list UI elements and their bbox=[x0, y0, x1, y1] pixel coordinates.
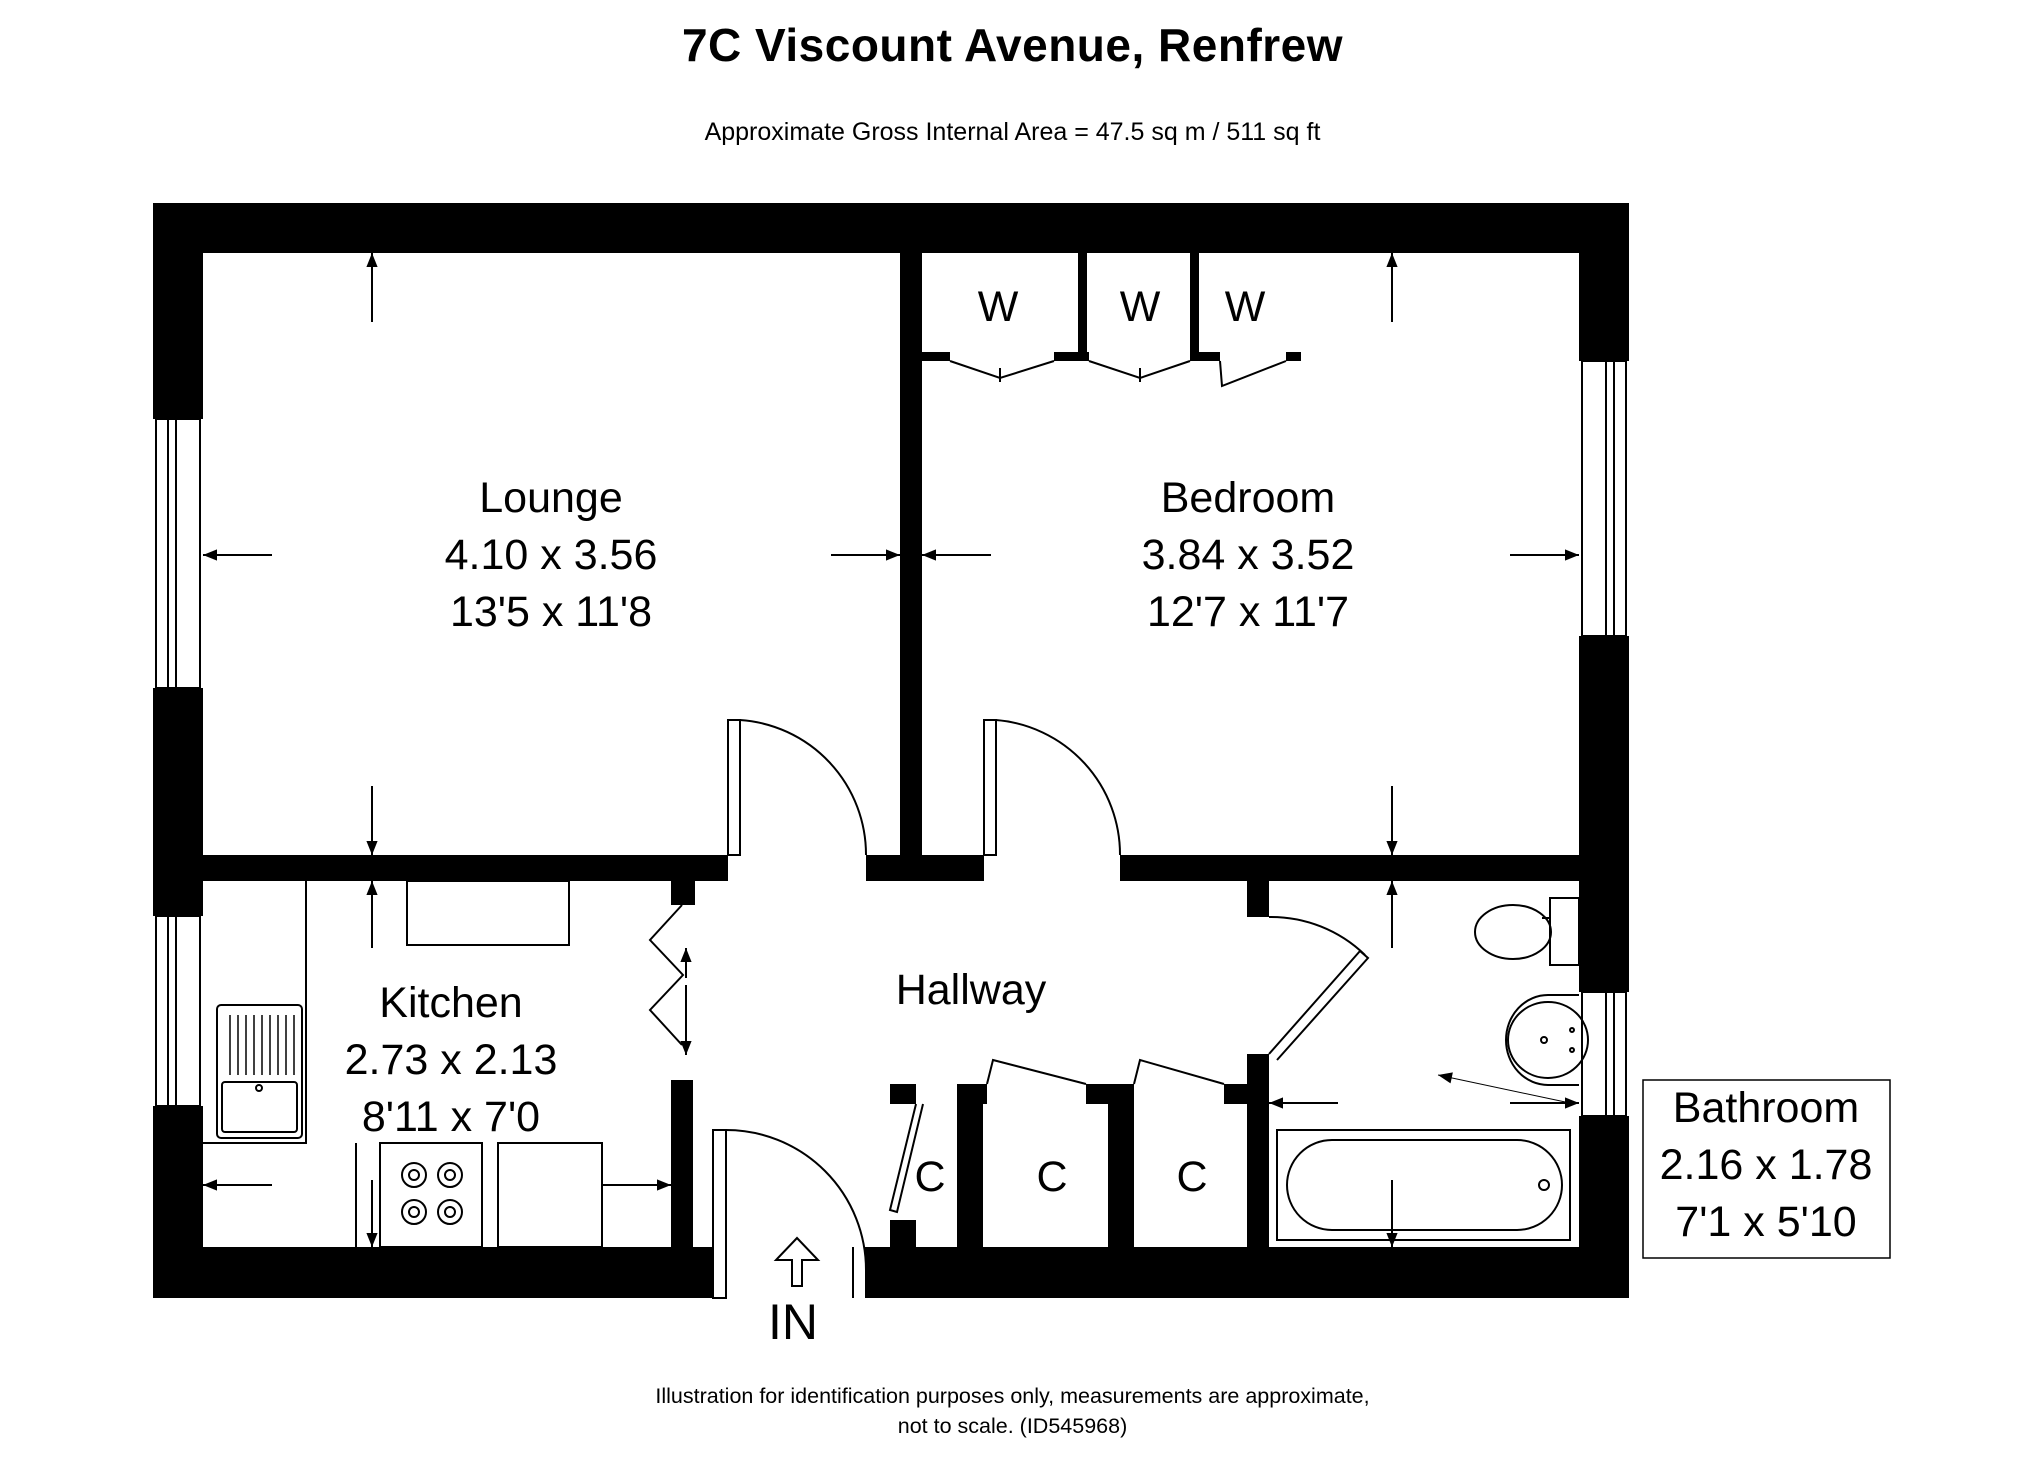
kitchen-bifold-door bbox=[648, 904, 685, 1046]
kitchen-name: Kitchen bbox=[379, 979, 522, 1027]
bedroom-name: Bedroom bbox=[1161, 474, 1335, 522]
cooker-hob bbox=[379, 1142, 483, 1248]
washbasin-icon bbox=[1505, 994, 1589, 1086]
entrance-arrow-icon bbox=[773, 1236, 821, 1287]
page-title: 7C Viscount Avenue, Renfrew bbox=[681, 19, 1344, 71]
entrance-door bbox=[712, 1129, 727, 1299]
sink-drainer-lines bbox=[229, 1015, 295, 1075]
bedroom-imperial: 12'7 x 11'7 bbox=[1147, 588, 1349, 636]
bathroom-metric: 2.16 x 1.78 bbox=[1660, 1141, 1873, 1189]
windows bbox=[155, 360, 1627, 1117]
disclaimer-line-2: not to scale. (ID545968) bbox=[897, 1414, 1128, 1438]
kitchen-imperial: 8'11 x 7'0 bbox=[362, 1093, 540, 1141]
bathroom-label-box bbox=[1642, 1079, 1891, 1259]
bath-tub bbox=[1276, 1129, 1571, 1241]
kitchen-window bbox=[155, 915, 201, 1107]
bathroom-imperial: 7'1 x 5'10 bbox=[1675, 1198, 1856, 1246]
bedroom-window bbox=[1581, 360, 1627, 637]
bathroom-door bbox=[1268, 915, 1366, 956]
lounge-door bbox=[727, 719, 741, 856]
dimension-arrows bbox=[203, 253, 1579, 1247]
kitchen-metric: 2.73 x 2.13 bbox=[345, 1036, 558, 1084]
kitchen-worktop bbox=[203, 881, 307, 1144]
entrance-label: IN bbox=[768, 1294, 818, 1350]
hob-rings-icon bbox=[401, 1162, 463, 1225]
wardrobe-label: W bbox=[978, 283, 1019, 331]
lounge-window bbox=[155, 418, 201, 689]
walls bbox=[153, 203, 1629, 1298]
area-subtitle: Approximate Gross Internal Area = 47.5 s… bbox=[704, 118, 1321, 146]
doors bbox=[648, 360, 1370, 1299]
bathroom-name: Bathroom bbox=[1673, 1084, 1859, 1132]
lounge-metric: 4.10 x 3.56 bbox=[445, 531, 658, 579]
cupboard-label: C bbox=[914, 1153, 945, 1201]
lounge-name: Lounge bbox=[479, 474, 623, 522]
disclaimer: Illustration for identification purposes… bbox=[0, 1381, 2025, 1441]
disclaimer-line-1: Illustration for identification purposes… bbox=[655, 1384, 1370, 1408]
appliance-space bbox=[497, 1142, 603, 1248]
fixtures bbox=[203, 880, 1589, 1248]
bedroom-metric: 3.84 x 3.52 bbox=[1142, 531, 1355, 579]
kitchen-sink bbox=[216, 1004, 303, 1139]
bathroom-leader-line bbox=[1437, 1072, 1571, 1104]
toilet-icon bbox=[1474, 897, 1580, 966]
bathroom-window bbox=[1581, 991, 1627, 1117]
lounge-imperial: 13'5 x 11'8 bbox=[450, 588, 652, 636]
wardrobe-label: W bbox=[1225, 283, 1266, 331]
extractor-hood bbox=[406, 880, 570, 946]
cupboard-label: C bbox=[1176, 1153, 1207, 1201]
bedroom-door bbox=[983, 719, 997, 856]
cupboard-label: C bbox=[1036, 1153, 1067, 1201]
wardrobe-label: W bbox=[1120, 283, 1161, 331]
hallway-name: Hallway bbox=[896, 966, 1047, 1014]
